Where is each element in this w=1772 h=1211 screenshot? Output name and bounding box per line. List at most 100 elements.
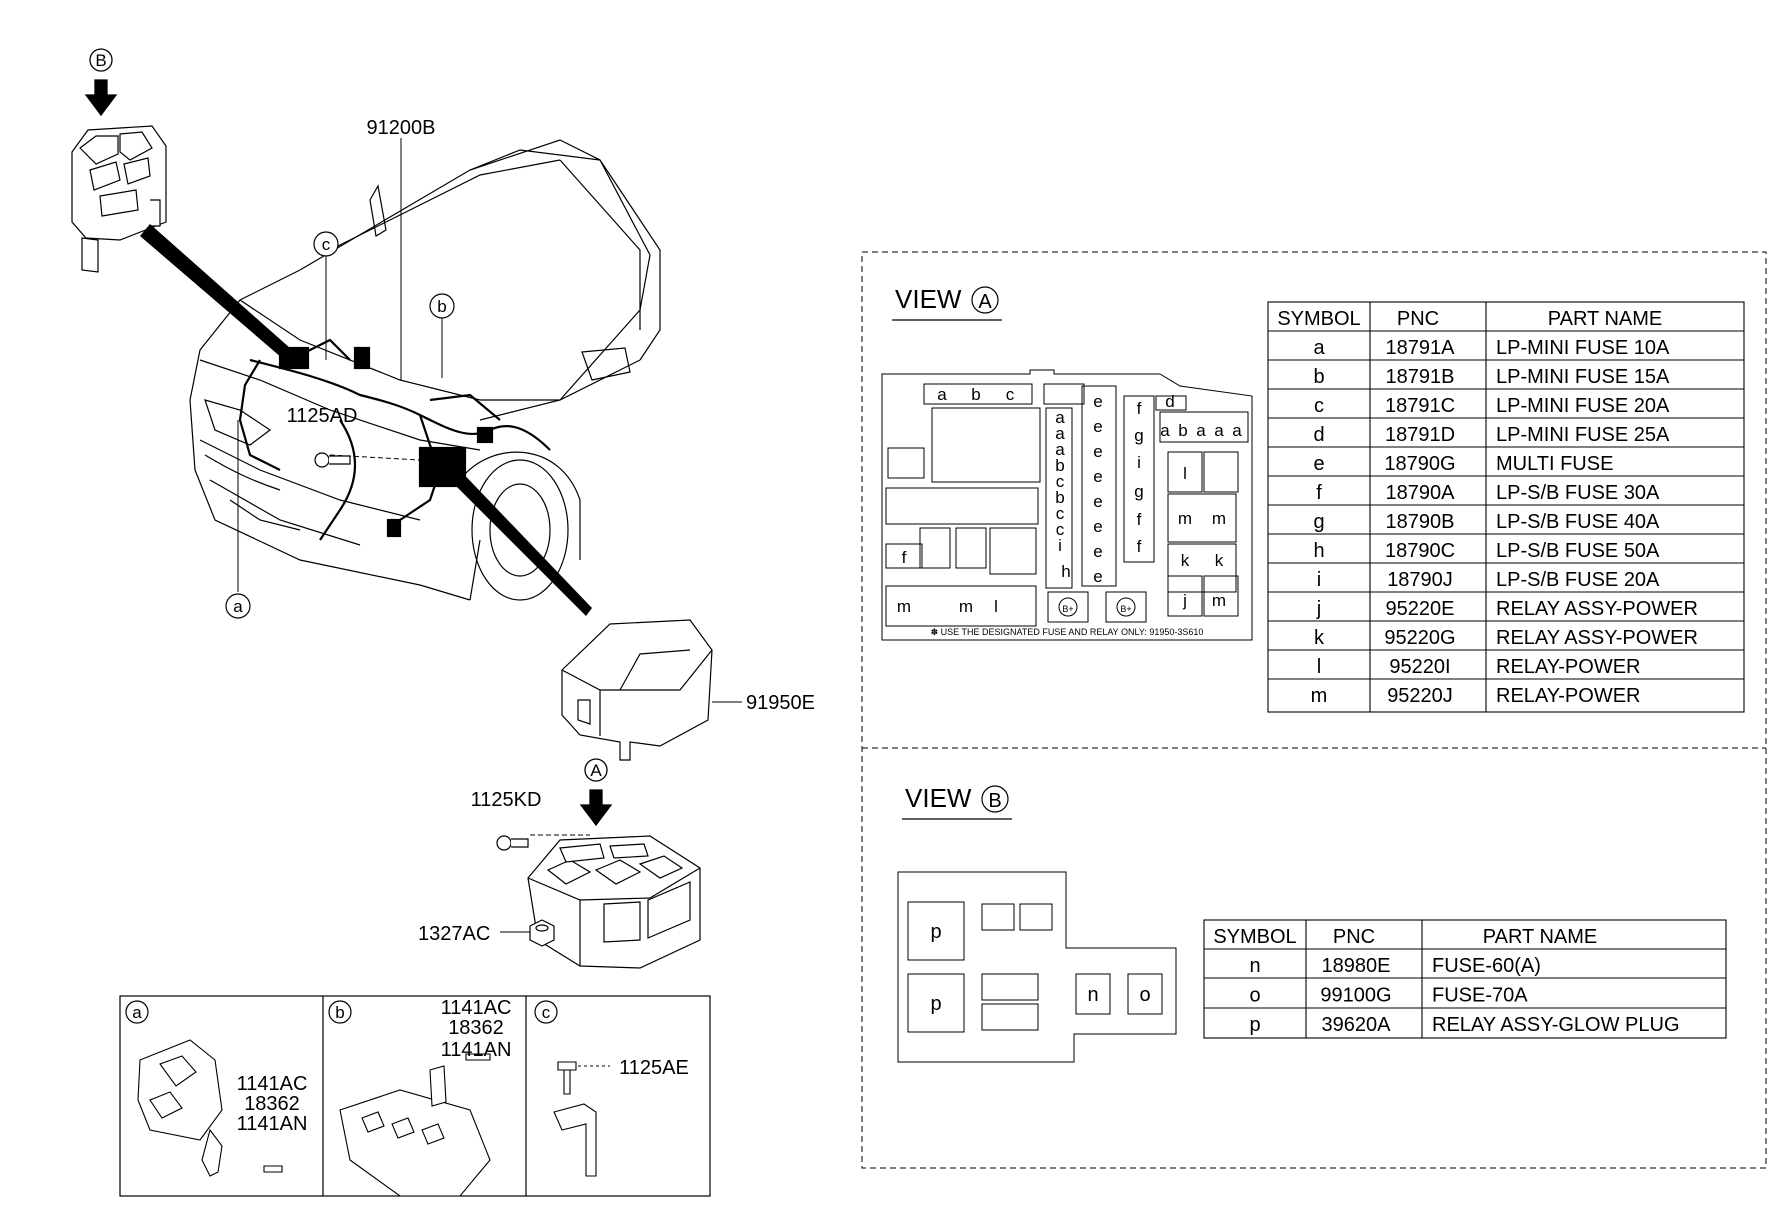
- svg-text:j: j: [1182, 591, 1187, 610]
- svg-text:l: l: [1183, 464, 1187, 483]
- vehicle-outline: [189, 139, 661, 601]
- fuse-box-cover: [561, 619, 713, 761]
- svg-text:B+: B+: [1062, 604, 1073, 614]
- svg-text:b: b: [971, 385, 980, 404]
- svg-text:p: p: [930, 921, 941, 943]
- table-a-row-k-part-name: RELAY ASSY-POWER: [1496, 627, 1698, 649]
- svg-text:e: e: [1093, 467, 1102, 486]
- part-label-1125ad: 1125AD: [287, 405, 358, 427]
- table-a-header-pnc: PNC: [1397, 308, 1439, 330]
- svg-text:g: g: [1134, 482, 1143, 501]
- table-a-row-k-symbol: k: [1314, 627, 1325, 649]
- table-a-row-a-part-name: LP-MINI FUSE 10A: [1496, 337, 1670, 359]
- table-a-row-h-part-name: LP-S/B FUSE 50A: [1496, 540, 1660, 562]
- svg-text:k: k: [1215, 551, 1224, 570]
- table-a-row-b-pnc: 18791B: [1386, 366, 1455, 388]
- svg-text:e: e: [1093, 392, 1102, 411]
- bolt-1125kd: [496, 835, 529, 851]
- svg-text:c: c: [1056, 472, 1065, 491]
- view-b-pointer: B: [84, 48, 118, 117]
- bolt-1125ad: [314, 452, 351, 468]
- svg-text:a: a: [1055, 440, 1065, 459]
- part-label-1327ac: 1327AC: [418, 923, 490, 945]
- svg-text:a: a: [1160, 421, 1170, 440]
- leader-arrow-to-relay-box-b: [140, 224, 290, 358]
- svg-text:e: e: [1093, 442, 1102, 461]
- svg-text:A: A: [590, 761, 602, 780]
- relay-layout-b: [897, 871, 1177, 1063]
- svg-text:a: a: [1055, 424, 1065, 443]
- table-b-row-p-pnc: 39620A: [1322, 1014, 1392, 1036]
- table-a-row-a-symbol: a: [1313, 337, 1325, 359]
- table-a-row-m-pnc: 95220J: [1387, 685, 1453, 707]
- part-label-1125kd: 1125KD: [471, 789, 542, 811]
- svg-text:l: l: [994, 597, 998, 616]
- svg-text:f: f: [902, 548, 907, 567]
- fuse-layout-a: [881, 369, 1253, 641]
- table-a-row-a-pnc: 18791A: [1386, 337, 1456, 359]
- table-a-row-d-pnc: 18791D: [1385, 424, 1455, 446]
- relay-layout-b-labels: p p n o: [930, 921, 1150, 1015]
- svg-text:B+: B+: [1120, 604, 1131, 614]
- svg-text:i: i: [1058, 536, 1062, 555]
- table-b-row-p-symbol: p: [1249, 1014, 1260, 1036]
- table-a-row-e-part-name: MULTI FUSE: [1496, 453, 1613, 475]
- table-a-row-i-symbol: i: [1317, 569, 1321, 591]
- svg-text:f: f: [1137, 399, 1142, 418]
- table-a-row-d-symbol: d: [1313, 424, 1324, 446]
- table-b-header-symbol: SYMBOL: [1213, 926, 1296, 948]
- table-a-row-i-part-name: LP-S/B FUSE 20A: [1496, 569, 1660, 591]
- svg-text:n: n: [1087, 984, 1098, 1006]
- table-a-row-h-pnc: 18790C: [1385, 540, 1455, 562]
- svg-text:e: e: [1093, 492, 1102, 511]
- svg-text:m: m: [1212, 591, 1226, 610]
- svg-text:m: m: [897, 597, 911, 616]
- svg-text:b: b: [1178, 421, 1187, 440]
- detail-panel-a: a 1141AC 18362 1141AN: [125, 1000, 307, 1177]
- table-b-header-part-name: PART NAME: [1483, 926, 1597, 948]
- fuse-layout-a-note: ✽ USE THE DESIGNATED FUSE AND RELAY ONLY…: [931, 627, 1204, 637]
- svg-text:m: m: [1178, 509, 1192, 528]
- svg-text:e: e: [1093, 567, 1102, 586]
- svg-text:c: c: [1006, 385, 1015, 404]
- table-b-row-o-pnc: 99100G: [1320, 985, 1391, 1007]
- callout-a: a: [225, 593, 251, 619]
- leader-lines: [237, 138, 742, 933]
- table-a-row-g-symbol: g: [1313, 511, 1324, 533]
- table-a-row-m-part-name: RELAY-POWER: [1496, 685, 1640, 707]
- svg-text:c: c: [542, 1003, 551, 1022]
- svg-text:g: g: [1134, 426, 1143, 445]
- table-a-row-c-part-name: LP-MINI FUSE 20A: [1496, 395, 1670, 417]
- table-a-row-j-symbol: j: [1316, 598, 1321, 620]
- table-a-row-f-symbol: f: [1316, 482, 1322, 504]
- table-a-row-c-pnc: 18791C: [1385, 395, 1455, 417]
- svg-text:e: e: [1093, 517, 1102, 536]
- nut-1327ac: [529, 919, 555, 947]
- svg-text:1141AN: 1141AN: [441, 1039, 512, 1061]
- table-b-row-n-pnc: 18980E: [1322, 955, 1391, 977]
- part-label-91950e: 91950E: [746, 692, 815, 714]
- svg-text:e: e: [1093, 417, 1102, 436]
- svg-text:B: B: [95, 51, 106, 70]
- svg-text:c: c: [1056, 504, 1065, 523]
- table-a-row-j-part-name: RELAY ASSY-POWER: [1496, 598, 1698, 620]
- table-a-row-e-symbol: e: [1313, 453, 1324, 475]
- table-a-row-b-part-name: LP-MINI FUSE 15A: [1496, 366, 1670, 388]
- svg-text:VIEW: VIEW: [895, 284, 962, 314]
- leader-arrow-to-fuse-box: [440, 462, 592, 616]
- svg-text:b: b: [1055, 488, 1064, 507]
- svg-text:A: A: [978, 291, 992, 313]
- table-b-row-o-symbol: o: [1249, 985, 1260, 1007]
- table-a-row-h-symbol: h: [1313, 540, 1324, 562]
- svg-text:f: f: [1137, 510, 1142, 529]
- table-a-row-l-part-name: RELAY-POWER: [1496, 656, 1640, 678]
- svg-text:a: a: [1214, 421, 1224, 440]
- view-frame: [861, 251, 1767, 1169]
- table-a-header-part-name: PART NAME: [1548, 308, 1662, 330]
- svg-text:1125AE: 1125AE: [619, 1057, 689, 1079]
- svg-text:a: a: [937, 385, 947, 404]
- svg-text:1141AC: 1141AC: [441, 997, 512, 1019]
